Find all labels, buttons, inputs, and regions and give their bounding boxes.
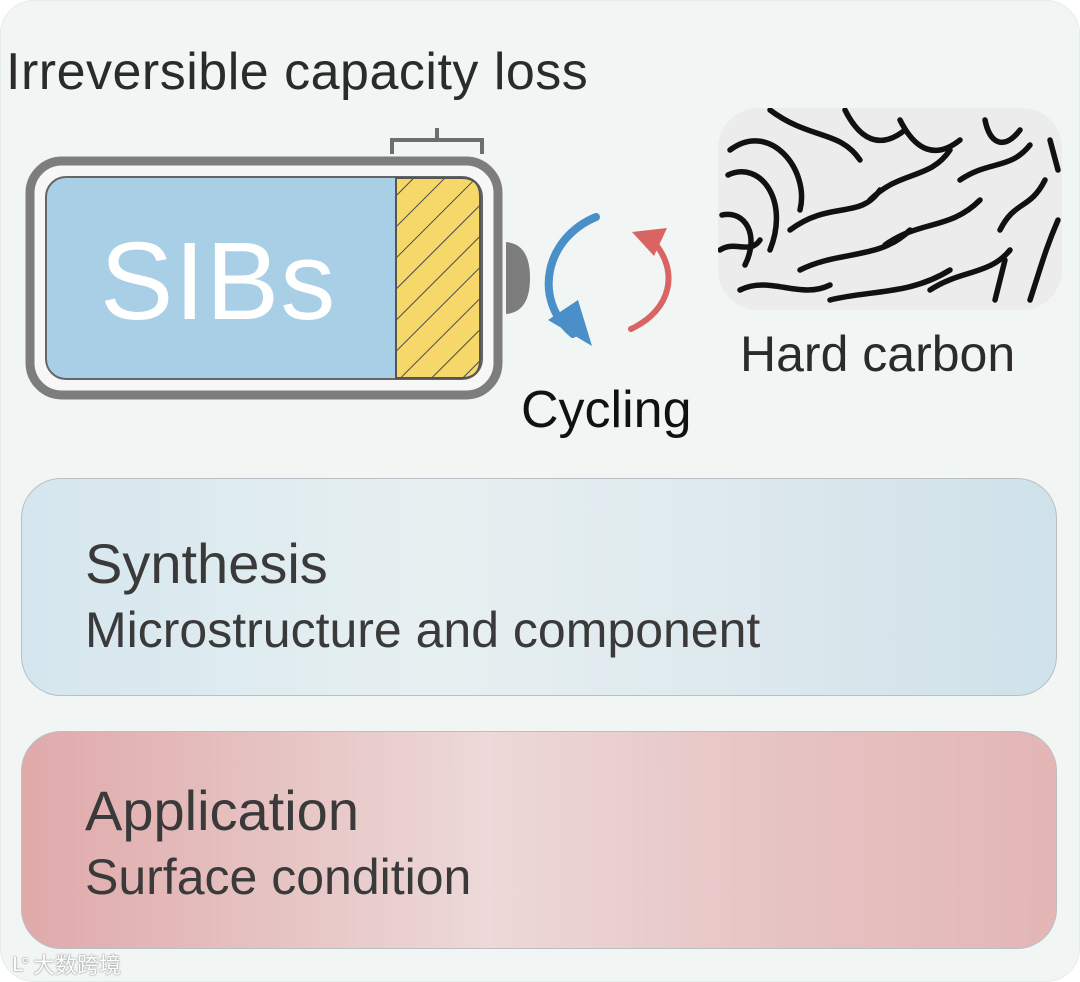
- watermark-logo-icon: ᒪᐤ: [12, 952, 27, 977]
- application-title: Application: [85, 778, 359, 843]
- synthesis-title: Synthesis: [85, 531, 328, 596]
- irreversible-loss-hatch: [396, 178, 480, 378]
- hard-carbon-structure-icon: [718, 108, 1062, 310]
- application-card: Application Surface condition: [21, 731, 1057, 949]
- synthesis-card: Synthesis Microstructure and component: [21, 478, 1057, 696]
- cycling-label: Cycling: [521, 380, 692, 440]
- battery-terminal: [506, 242, 530, 314]
- battery-label: SIBs: [100, 218, 336, 345]
- watermark-text: 大数跨境: [33, 948, 121, 980]
- watermark: ᒪᐤ 大数跨境: [12, 948, 121, 980]
- hard-carbon-label: Hard carbon: [740, 325, 1015, 383]
- synthesis-subtitle: Microstructure and component: [85, 601, 760, 659]
- cycling-arrows-icon: [548, 217, 669, 346]
- battery-bracket: [392, 140, 482, 154]
- application-subtitle: Surface condition: [85, 848, 471, 906]
